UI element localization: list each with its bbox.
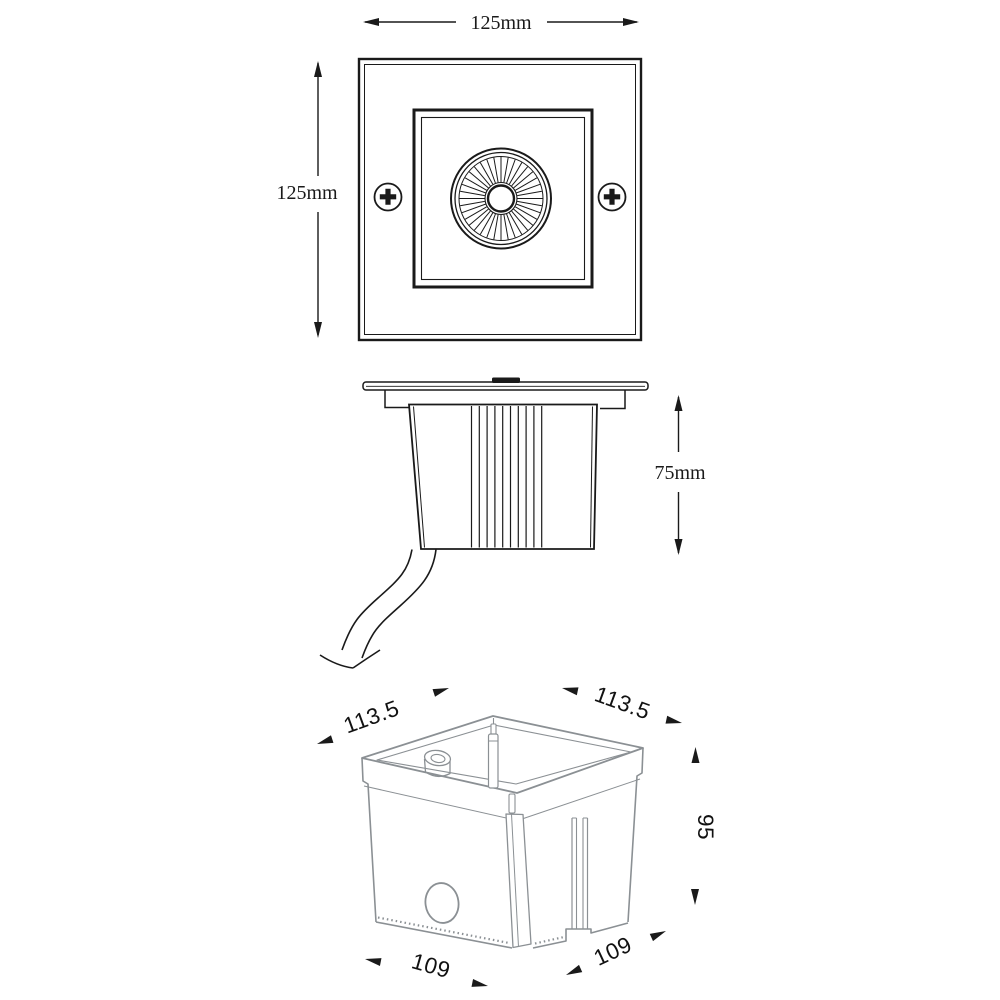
- front-view: [357, 57, 643, 342]
- lamp-lens: [450, 147, 552, 250]
- box-bottom-left-edge: [375, 921, 513, 949]
- arrowhead-down: [314, 322, 322, 338]
- screw-boss: [423, 749, 452, 778]
- box-collar-left: [363, 785, 516, 821]
- box-bottom-left-label: 109: [409, 948, 453, 983]
- box-right-edge: [627, 747, 644, 923]
- box-height-label: 95: [693, 814, 718, 840]
- screw-left: [373, 182, 403, 212]
- dim-box-bottom-left: 109: [364, 948, 489, 990]
- dim-faceplate-height: 125mm: [276, 61, 338, 338]
- box-bottom-right-label: 109: [590, 932, 636, 971]
- faceplate-inner-line: [364, 64, 636, 335]
- faceplate-width-label: 125mm: [470, 12, 532, 34]
- cable-frayed-end: [319, 649, 381, 669]
- corner-rod: [487, 733, 499, 789]
- dim-housing-depth: 75mm: [654, 395, 706, 555]
- power-cable: [319, 549, 437, 669]
- faceplate-outline: [357, 57, 643, 342]
- arrowhead-right: [623, 18, 639, 26]
- screw-right: [597, 182, 627, 212]
- flange-lip-right: [600, 390, 626, 410]
- front-corner-channel: [505, 793, 532, 949]
- box-top-left-label: 113.5: [340, 695, 402, 738]
- top-tab: [492, 377, 520, 383]
- junction-box-view: [361, 715, 644, 949]
- lens-bezel-inner-line: [420, 116, 586, 281]
- box-top-right-label: 113.5: [591, 681, 653, 724]
- faceplate-height-label: 125mm: [276, 182, 338, 204]
- box-collar-right: [518, 778, 641, 821]
- box-bottom-stipple: [377, 916, 510, 945]
- cable-entry-hole: [424, 882, 460, 924]
- dim-box-top-right: 113.5: [561, 681, 683, 727]
- box-bottom-right-edge: [532, 922, 629, 949]
- arrowhead-up: [674, 395, 683, 411]
- boss-hole: [430, 753, 446, 764]
- corner-pin: [490, 723, 497, 736]
- lens-hub-ring: [484, 181, 518, 216]
- lens-spokes: [459, 157, 543, 240]
- housing-ribs: [470, 406, 543, 548]
- flange-lip-left: [384, 390, 409, 409]
- arrowhead-up: [314, 61, 322, 77]
- lens-bezel: [412, 108, 594, 289]
- dim-box-height: 95: [691, 747, 718, 905]
- dim-box-top-left: 113.5: [315, 684, 451, 748]
- box-rim-outer: [361, 715, 644, 794]
- lens-center-hole: [486, 184, 516, 213]
- dim-faceplate-width: 125mm: [363, 12, 639, 34]
- phillips-cross-icon: [603, 188, 621, 205]
- arrowhead-down: [674, 539, 683, 555]
- housing-body: [408, 403, 598, 550]
- right-face-slot: [571, 817, 589, 929]
- arrowhead-left: [363, 18, 379, 26]
- phillips-cross-icon: [379, 188, 397, 205]
- housing-depth-label: 75mm: [654, 462, 706, 484]
- box-rim-inner: [376, 724, 632, 785]
- box-left-edge: [361, 757, 377, 923]
- dim-box-bottom-right: 109: [564, 927, 668, 979]
- side-view: [319, 377, 649, 669]
